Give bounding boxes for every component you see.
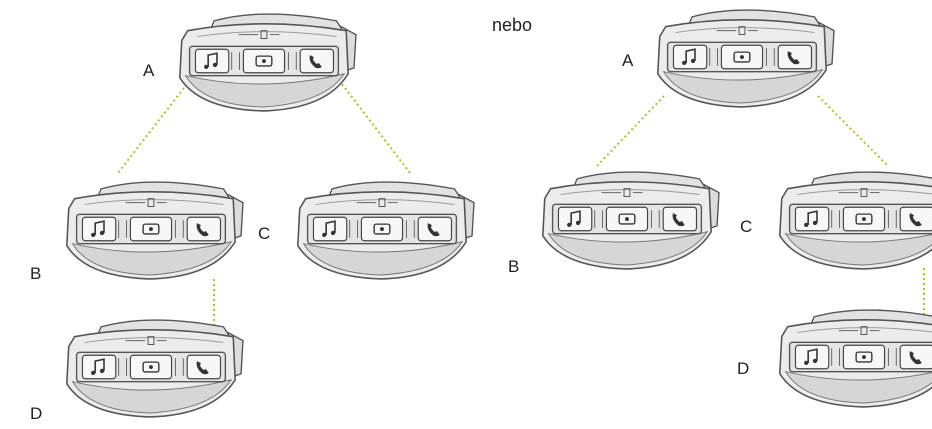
intercom-device-d bbox=[65, 319, 244, 418]
node-label-c: C bbox=[258, 224, 271, 243]
node-label-a: A bbox=[143, 61, 155, 80]
intercom-device-d bbox=[778, 309, 932, 408]
intercom-device-a bbox=[656, 9, 835, 108]
node-label-b: B bbox=[30, 264, 42, 283]
node-label-d: D bbox=[737, 359, 750, 378]
node-label-c: C bbox=[740, 217, 753, 236]
connector-a-c bbox=[341, 83, 411, 174]
connector-a-c bbox=[817, 95, 889, 167]
node-label-a: A bbox=[622, 51, 634, 70]
intercom-device-b bbox=[541, 171, 720, 270]
intercom-device-b bbox=[65, 181, 244, 280]
connector-a-b bbox=[596, 95, 665, 167]
node-label-d: D bbox=[30, 404, 43, 423]
intercom-device-a bbox=[178, 13, 357, 112]
intercom-device-c bbox=[778, 171, 932, 270]
separator-word-nebo: nebo bbox=[492, 15, 533, 35]
intercom-device-c bbox=[296, 181, 475, 280]
node-label-b: B bbox=[508, 257, 520, 276]
connector-a-b bbox=[117, 83, 188, 174]
